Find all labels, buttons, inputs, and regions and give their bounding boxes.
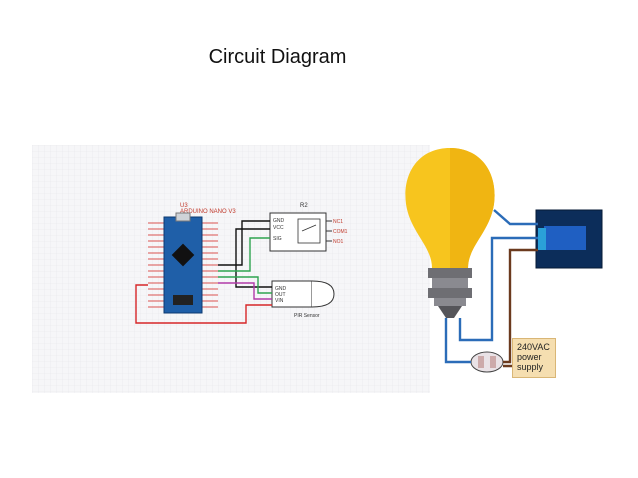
- relay-board: [535, 209, 603, 269]
- wiring-illustration: [405, 148, 603, 373]
- connector: [470, 351, 504, 373]
- nano-right-pins: [202, 222, 218, 308]
- relay-pin-sig: SIG: [273, 236, 282, 242]
- nano-ref: U3: [180, 203, 188, 209]
- power-supply-label: 240VAC power supply: [512, 338, 556, 378]
- pir-sensor: GND OUT VIN PIR Sensor: [271, 280, 335, 319]
- relay-ref: R2: [300, 203, 308, 209]
- arduino-nano: U3 ARDUINO NANO V3: [148, 203, 236, 314]
- pir-label: PIR Sensor: [294, 313, 320, 319]
- nano-name: ARDUINO NANO V3: [180, 209, 236, 215]
- relay-module: R2 GND VCC SIG NC1 COM1 NO1: [269, 203, 348, 252]
- circuit-schematic: U3 ARDUINO NANO V3 R2: [32, 145, 430, 393]
- relay-out-com: COM1: [333, 229, 348, 235]
- relay-pin-gnd: GND: [273, 218, 285, 224]
- pir-pin-vin: VIN: [275, 298, 284, 304]
- relay-out-no: NO1: [333, 239, 344, 245]
- page-title: Circuit Diagram: [208, 46, 347, 68]
- nano-left-pins: [148, 222, 164, 308]
- relay-pin-vcc: VCC: [273, 225, 284, 231]
- pir-pin-out: OUT: [275, 292, 286, 298]
- bulb: [405, 148, 495, 318]
- wires: [135, 220, 272, 324]
- relay-out-nc: NC1: [333, 219, 343, 225]
- pir-pin-gnd: GND: [275, 286, 287, 292]
